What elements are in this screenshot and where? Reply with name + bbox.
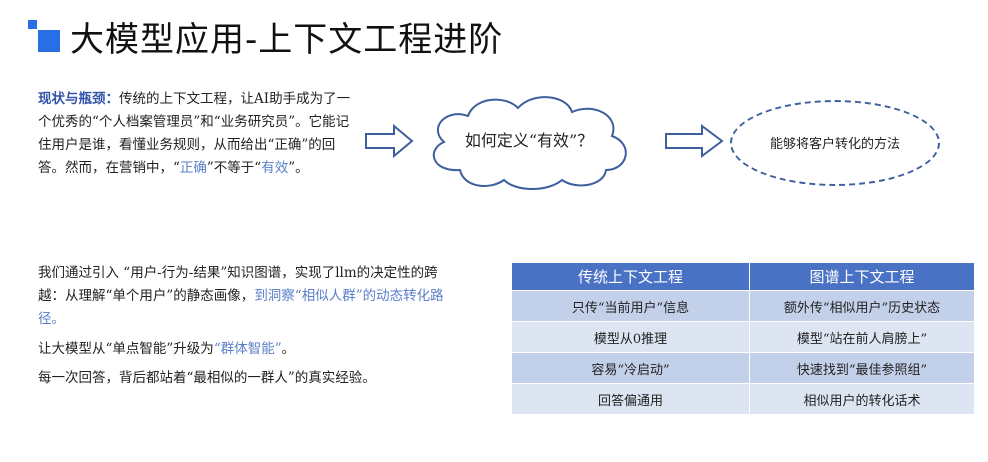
intro-lead: 现状与瓶颈： (38, 91, 119, 107)
table-cell: 额外传“相似用户”历史状态 (749, 290, 975, 322)
table-cell: 模型“站在前人肩膀上” (749, 321, 975, 353)
header-graph: 图谱上下文工程 (749, 262, 975, 291)
intro-highlight-effective: 有效 (261, 160, 289, 176)
right-arrow-icon (665, 124, 724, 158)
knowledge-graph-paragraph: 我们通过引入 “用户-行为-结果”知识图谱，实现了llm的决定性的跨越：从理解“… (38, 262, 458, 331)
logo-icon (24, 16, 64, 56)
table-header-row: 传统上下文工程 图谱上下文工程 (511, 262, 975, 291)
intro-highlight-correct: 正确 (179, 160, 207, 176)
table-cell: 回答偏通用 (511, 383, 750, 415)
table-cell: 只传“当前用户”信息 (511, 290, 750, 322)
p1-highlight: 到洞察“相似人群”的动态转化路径。 (38, 288, 444, 327)
intro-paragraph: 现状与瓶颈：传统的上下文工程，让AI助手成为了一个优秀的“个人档案管理员”和“业… (38, 88, 356, 180)
intro-body: 传统的上下文工程，让AI助手成为了一个优秀的“个人档案管理员”和“业务研究员”。… (38, 91, 351, 176)
table-row: 只传“当前用户”信息 额外传“相似用户”历史状态 (511, 290, 975, 322)
p2-end: 。 (281, 341, 296, 357)
header-traditional: 传统上下文工程 (511, 262, 750, 291)
table-row: 回答偏通用 相似用户的转化话术 (511, 383, 975, 415)
table-row: 容易“冷启动” 快速找到“最佳参照组” (511, 352, 975, 384)
table-cell: 容易“冷启动” (511, 352, 750, 384)
p1-plain: 我们通过引入 “用户-行为-结果”知识图谱，实现了llm的决定性的跨越：从理解“… (38, 265, 438, 304)
cloud-shape (432, 96, 627, 190)
right-arrow-icon (365, 124, 414, 158)
table-cell: 快速找到“最佳参照组” (749, 352, 975, 384)
table-cell: 相似用户的转化话术 (749, 383, 975, 415)
cloud-question: 如何定义“有效”？ (464, 131, 594, 150)
intro-end: ”。 (288, 160, 309, 176)
p2-highlight: “群体智能” (213, 341, 282, 357)
dashed-ellipse (730, 100, 940, 186)
intro-mid: ”不等于“ (206, 160, 262, 176)
page-title: 大模型应用-上下文工程进阶 (70, 20, 504, 60)
table-row: 模型从0推理 模型“站在前人肩膀上” (511, 321, 975, 353)
ellipse-answer: 能够将客户转化的方法 (769, 137, 900, 152)
table-cell: 模型从0推理 (511, 321, 750, 353)
experience-paragraph: 每一次回答，背后都站着“最相似的一群人”的真实经验。 (38, 370, 376, 386)
group-intelligence-paragraph: 让大模型从“单点智能”升级为“群体智能”。 (38, 338, 458, 361)
p2-plain: 让大模型从“单点智能”升级为 (38, 341, 214, 357)
comparison-table: 传统上下文工程 图谱上下文工程 只传“当前用户”信息 额外传“相似用户”历史状态… (511, 262, 975, 415)
